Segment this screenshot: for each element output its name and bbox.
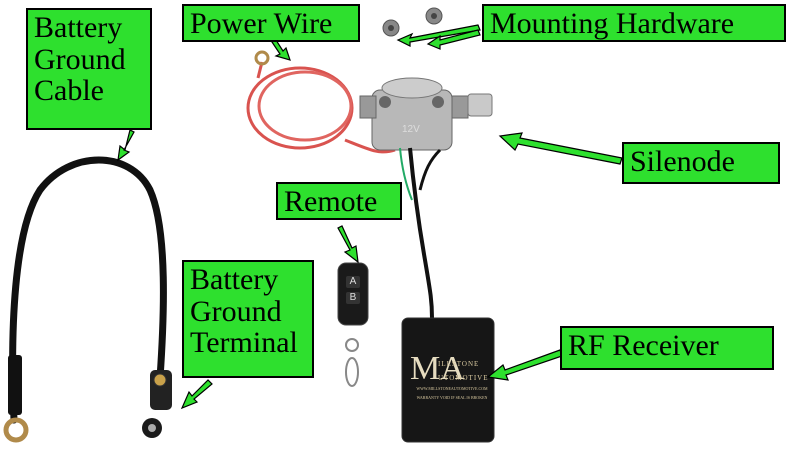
label-line: Ground: [190, 294, 282, 328]
label-silenode: Silenode: [622, 142, 780, 184]
receiver-wires: [399, 147, 442, 319]
remote-fob: [337, 262, 369, 387]
label-remote: Remote: [276, 182, 402, 220]
arrow-receiver: [486, 349, 563, 381]
label-line: Ground: [34, 42, 126, 76]
rf-receiver-box: [401, 317, 495, 443]
receiver-brand-line1: ILLSTONE: [438, 360, 480, 368]
arrow-cable: [117, 129, 135, 162]
solenoid-device: [359, 77, 493, 151]
label-power-wire: Power Wire: [182, 4, 360, 42]
arrow-remote: [337, 225, 359, 264]
remote-button-b: B: [349, 292, 357, 303]
power-wire: [246, 50, 396, 154]
battery-ground-cable: [3, 156, 167, 443]
remote-button-a: A: [349, 276, 357, 287]
receiver-branding: ILLSTONE UTOMOTIVE WWW.MILLSTONEAUTOMOTI…: [408, 360, 496, 400]
label-mounting-hardware: Mounting Hardware: [482, 4, 786, 42]
callout-arrows: [117, 24, 623, 410]
arrow-terminal: [180, 379, 213, 410]
label-battery-ground-terminal: Battery Ground Terminal: [182, 260, 314, 378]
mounting-hardware: [382, 7, 443, 37]
battery-ground-terminal: [142, 370, 172, 438]
label-line: Cable: [34, 74, 104, 107]
label-line: Battery: [190, 263, 279, 296]
arrow-power-wire: [271, 39, 291, 61]
receiver-tagline: WARRANTY VOID IF SEAL IS BROKEN: [416, 395, 488, 400]
receiver-brand-line2: UTOMOTIVE: [438, 374, 489, 382]
label-line: Battery: [34, 11, 123, 44]
label-rf-receiver: RF Receiver: [560, 326, 774, 370]
arrow-hardware-2: [426, 29, 481, 50]
label-battery-ground-cable: Battery Ground Cable: [26, 8, 152, 130]
label-line: Terminal: [190, 326, 298, 359]
solenoid-marking: 12V: [402, 124, 420, 135]
receiver-website: WWW.MILLSTONEAUTOMOTIVE.COM: [416, 386, 488, 391]
arrow-silenode: [498, 132, 623, 165]
receiver-logo-icon: MA: [410, 350, 465, 387]
